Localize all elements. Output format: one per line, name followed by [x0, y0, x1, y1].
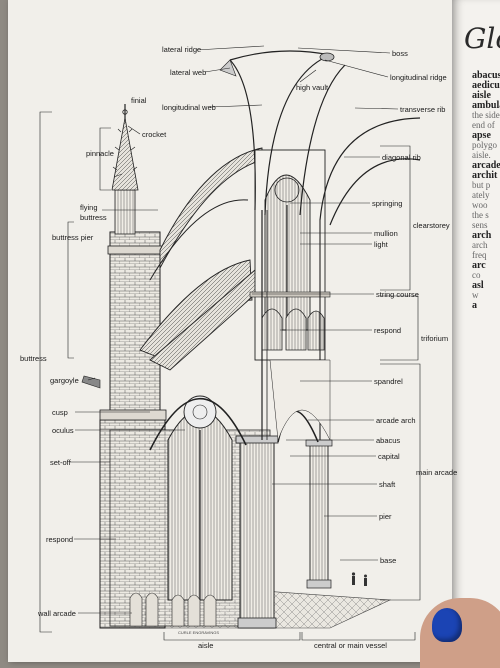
- label-base: base: [380, 556, 397, 565]
- label-finial: finial: [131, 96, 147, 105]
- glossary-word: ambulat: [472, 100, 500, 111]
- glossary-word: arc: [472, 260, 486, 271]
- glossary-word: aisle: [472, 90, 491, 101]
- label-buttress-pier: buttress pier: [52, 233, 94, 242]
- glossary-text: polygo: [472, 140, 498, 150]
- glossary-word: a: [472, 300, 477, 311]
- glossary-word: arch: [472, 230, 492, 241]
- label-shaft: shaft: [379, 480, 396, 489]
- label-crocket: crocket: [142, 130, 167, 139]
- glossary-text: but p: [472, 180, 491, 190]
- label-high-vault: high vault: [296, 83, 329, 92]
- next-page: Glos abacus aedicule aisle ambulat the s…: [452, 0, 500, 662]
- label-string-course: string course: [376, 290, 419, 299]
- label-longitudinal-web: longitudinal web: [162, 103, 216, 112]
- label-light: light: [374, 240, 388, 249]
- label-respond-upper: respond: [374, 326, 402, 335]
- glossary-text: w: [472, 290, 479, 300]
- label-set-off: set-off: [50, 458, 71, 467]
- glossary-text: ately: [472, 190, 490, 200]
- glossary-text: the s: [472, 210, 489, 220]
- glossary-word: asl: [472, 280, 484, 291]
- label-transverse-rib: transverse rib: [400, 105, 446, 114]
- label-cusp: cusp: [52, 408, 68, 417]
- glossary-text: freq: [472, 250, 487, 260]
- glossary-text: co: [472, 270, 481, 280]
- glossary-word: apse: [472, 130, 491, 141]
- glossary-text: end of: [472, 120, 495, 130]
- glossary-text: the side: [472, 110, 500, 120]
- glossary-title: Glos: [464, 22, 500, 55]
- label-abacus: abacus: [376, 436, 401, 445]
- label-capital: capital: [378, 452, 400, 461]
- label-oculus: oculus: [52, 426, 74, 435]
- label-respond-lower: respond: [46, 535, 74, 544]
- label-central-vessel: central or main vessel: [314, 641, 387, 650]
- label-lateral-ridge: lateral ridge: [162, 45, 202, 54]
- glossary-text: aisle.: [472, 150, 491, 160]
- label-clearstorey: clearstorey: [413, 221, 450, 230]
- glossary-text: sens: [472, 220, 488, 230]
- glossary-word: arcade: [472, 160, 500, 171]
- label-aisle: aisle: [198, 641, 214, 650]
- label-mullion: mullion: [374, 229, 398, 238]
- label-arcade-arch: arcade arch: [376, 416, 416, 425]
- label-flying-buttress: flying buttress: [80, 203, 107, 222]
- glossary-word: abacus: [472, 70, 500, 81]
- label-main-arcade: main arcade: [416, 468, 458, 477]
- label-diagonal-rib: diagonal rib: [382, 153, 421, 162]
- label-pinnacle: pinnacle: [86, 149, 114, 158]
- svg-text:CURLE ENGRAVINGS: CURLE ENGRAVINGS: [178, 630, 219, 635]
- label-buttress: buttress: [20, 354, 47, 363]
- label-boss: boss: [392, 49, 408, 58]
- label-lateral-web: lateral web: [170, 68, 207, 77]
- thumbnail-nail: [432, 608, 462, 642]
- glossary-word: aedicule: [472, 80, 500, 91]
- label-pier: pier: [379, 512, 392, 521]
- glossary-text: arch: [472, 240, 488, 250]
- label-spandrel: spandrel: [374, 377, 403, 386]
- label-triforium: triforium: [421, 334, 449, 343]
- label-springing: springing: [372, 199, 403, 208]
- label-longitudinal-ridge: longitudinal ridge: [390, 73, 447, 82]
- glossary-text: woo: [472, 200, 488, 210]
- label-gargoyle: gargoyle: [50, 376, 79, 385]
- label-wall-arcade: wall arcade: [38, 609, 76, 618]
- glossary-word: archit: [472, 170, 498, 181]
